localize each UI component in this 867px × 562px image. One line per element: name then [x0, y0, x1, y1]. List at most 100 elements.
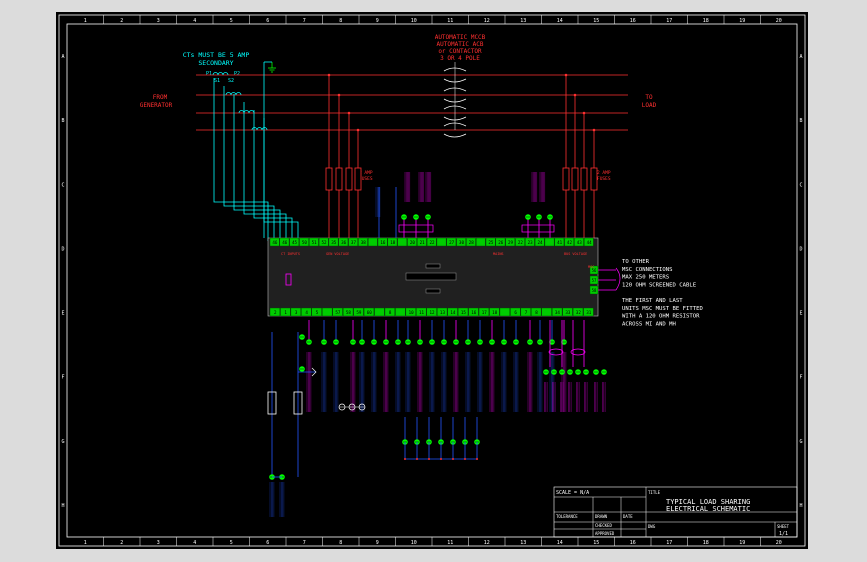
col-number-top: 20 [776, 18, 782, 24]
mains-switch [398, 224, 434, 233]
bus-junction-dot [582, 111, 586, 115]
top-terminal [299, 237, 309, 247]
cable-screen [570, 348, 586, 356]
bottom-terminal [426, 307, 437, 317]
ct-term-p2: P2 [234, 71, 240, 77]
column-numbers: 1122334455667788991010111112121313141415… [84, 15, 782, 546]
col-number-bottom: 15 [593, 540, 599, 546]
top-terminal-label: 44 [587, 240, 593, 245]
bottom-terminal-label: 10 [409, 310, 415, 315]
top-terminal [515, 237, 525, 247]
electrical-schematic: 1122334455667788991010111112121313141415… [58, 14, 806, 547]
top-terminal [377, 237, 388, 247]
top-terminal [456, 237, 466, 247]
col-number-bottom: 14 [557, 540, 563, 546]
col-number-bottom: 3 [157, 540, 160, 546]
row-letter-left: F [61, 375, 64, 381]
col-number-top: 7 [303, 18, 306, 24]
from-label-1: FROM [153, 94, 168, 101]
msc-note-line: WITH A 120 OHM RESISTOR [622, 314, 700, 320]
row-letter-right: H [799, 503, 802, 509]
top-terminal [544, 237, 555, 247]
col-number-top: 1 [84, 18, 87, 24]
msc-note-line: MSC CONNECTIONS [622, 267, 673, 273]
bottom-terminal-label: 4 [305, 310, 308, 315]
col-number-top: 3 [157, 18, 160, 24]
bottom-terminal [531, 307, 542, 317]
fuse [580, 167, 588, 191]
bottom-terminal-label: 3 [295, 310, 298, 315]
bottom-terminal-label: 57 [335, 310, 341, 315]
module-label-gen-voltage: GEN VOLTAGE [326, 252, 349, 256]
row-letter-left: H [61, 503, 64, 509]
top-terminal [466, 237, 476, 247]
col-number-top: 13 [520, 18, 526, 24]
bottom-terminal [489, 307, 500, 317]
module-button-down [425, 288, 441, 294]
top-terminal [574, 237, 584, 247]
ct-note-line1: CTs MUST BE 5 AMP [183, 51, 250, 59]
bottom-terminal-label: 58 [346, 310, 352, 315]
bottom-terminal-label: 8 [389, 310, 392, 315]
junction-dot [428, 458, 430, 460]
bottom-terminal [395, 307, 406, 317]
row-letter-right: E [799, 311, 802, 317]
top-terminal-label: 41 [557, 240, 563, 245]
breaker-contact [443, 87, 467, 92]
side-terminal [589, 285, 599, 295]
to-label-1: TO [645, 94, 653, 101]
bus-junction-dot [592, 128, 596, 132]
bottom-terminal [468, 307, 479, 317]
side-terminal-label: 58 [592, 288, 597, 293]
col-number-top: 8 [339, 18, 342, 24]
ct-coil [222, 72, 229, 76]
resistor [267, 391, 277, 415]
col-number-bottom: 10 [411, 540, 417, 546]
top-terminal [318, 237, 329, 247]
fuse [325, 167, 333, 191]
top-terminal-label: 16 [380, 240, 386, 245]
bus-junction-dot [564, 73, 568, 77]
bottom-terminal [353, 307, 364, 317]
msc-note-line: UNITS MSC MUST BE FITTED [622, 306, 703, 312]
fuse [335, 167, 343, 191]
bottom-terminal-label: 16 [471, 310, 477, 315]
bottom-terminal-label: 13 [440, 310, 446, 315]
ct-note-line2: SECONDARY [198, 59, 233, 67]
bottom-terminal [478, 307, 490, 317]
ct-secondary-wire [233, 94, 281, 241]
fuse-label-right-1: 2 AMP [597, 170, 611, 176]
module-label-bus-voltage: BUS VOLTAGE [564, 252, 587, 256]
bottom-terminal [342, 307, 354, 317]
col-number-bottom: 4 [193, 540, 196, 546]
col-number-bottom: 13 [520, 540, 526, 546]
drawing-title-line1: TYPICAL LOAD SHARING [666, 498, 750, 506]
col-number-top: 19 [739, 18, 745, 24]
col-number-top: 16 [630, 18, 636, 24]
col-number-bottom: 12 [484, 540, 490, 546]
col-number-bottom: 18 [703, 540, 709, 546]
title-block-approved: APPROVED [595, 531, 615, 536]
row-letter-left: C [61, 182, 64, 188]
fuse-label-left-2: FUSES [359, 176, 373, 182]
top-terminal [367, 237, 378, 247]
top-terminal [328, 237, 339, 247]
row-letter-left: A [61, 54, 64, 60]
col-number-top: 18 [703, 18, 709, 24]
top-terminal-label: 46 [272, 240, 278, 245]
breaker-contact [443, 78, 467, 83]
breaker-contact [443, 67, 467, 72]
bottom-terminal [447, 307, 458, 317]
junction-dot [440, 458, 442, 460]
row-letter-right: C [799, 182, 802, 188]
bus-junction-dot [347, 111, 351, 115]
msc-note-line: THE FIRST AND LAST [622, 298, 683, 304]
cable-screen [548, 348, 564, 356]
ct-term-s2: S2 [228, 78, 234, 84]
top-terminal [446, 237, 457, 247]
module-label-msc: MSC [588, 265, 594, 269]
title-block-dwg: DWG [648, 524, 656, 529]
